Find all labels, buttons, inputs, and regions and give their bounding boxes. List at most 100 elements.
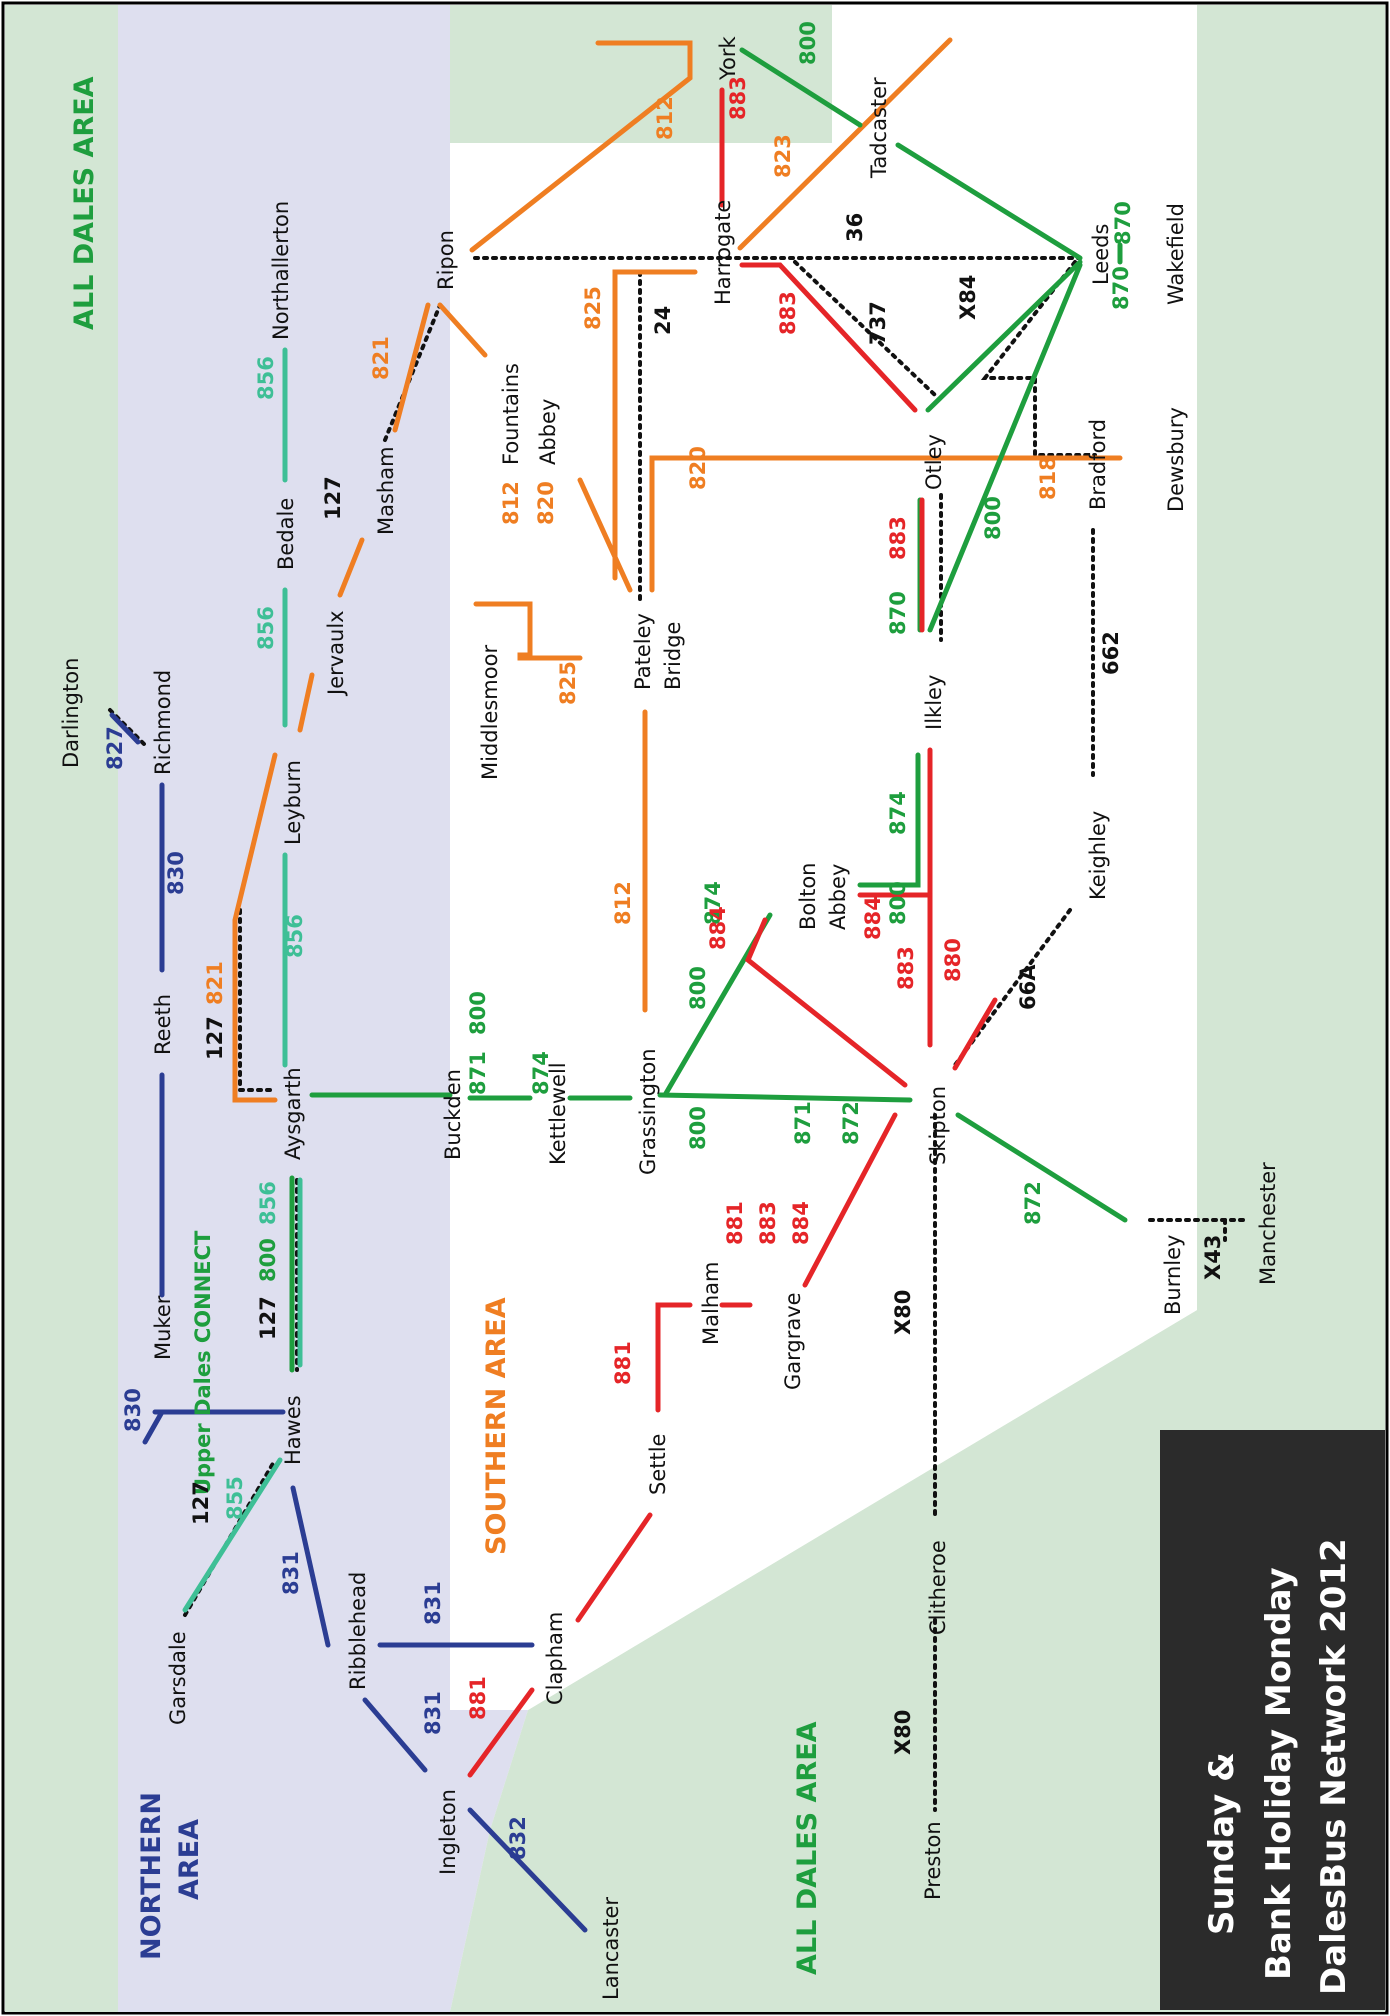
route-number-label: 127 [321,476,345,520]
route-881-malham-settle [655,1302,693,1413]
green-routes [289,47,1128,1373]
place-ingleton: Ingleton [436,1789,460,1875]
place-preston: Preston [921,1821,945,1900]
route-820-fountains [437,302,488,358]
place-wakefield: Wakefield [1164,203,1188,305]
route-831-hawes-ribblehead [290,1485,331,1648]
route-number-label: 800 [796,21,820,65]
route-number-label: 66A [1016,964,1040,1010]
route-number-label: 881 [466,1676,490,1720]
route-number-label: 870 [886,591,910,635]
area-label-all-dales-top: ALL DALES AREA [69,76,100,330]
route-830-hawes-spur [142,1409,286,1445]
route-number-label: 825 [581,286,605,330]
place-reeth: Reeth [151,994,175,1055]
place-muker: Muker [151,1295,175,1360]
place-leeds: Leeds [1089,224,1113,285]
place-leyburn: Leyburn [281,760,305,845]
route-831-ingleton [362,1697,428,1773]
route-number-label: 874 [529,1051,553,1095]
route-737-line [793,260,937,397]
area-label-northern-line2: AREA [174,1819,205,1900]
place-fountains-abbey: Abbey [536,399,560,465]
upper-dales-connect-label: Upper Dales CONNECT [191,1230,215,1495]
blue-routes [109,712,588,1933]
route-number-label: 127 [256,1296,280,1340]
route-number-label: 800 [686,1106,710,1150]
place-bedale: Bedale [274,498,298,570]
place-skipton: Skipton [926,1086,950,1165]
route-number-label: X84 [956,275,980,320]
route-number-label: 820 [686,446,710,490]
route-number-label: 874 [701,881,725,925]
route-880-line [952,997,998,1071]
route-number-label: 127 [203,1016,227,1060]
place-keighley: Keighley [1086,811,1110,900]
route-number-label: 830 [121,1388,145,1432]
route-823-line [737,37,953,251]
route-number-label: 880 [941,938,965,982]
route-number-label: 872 [839,1101,863,1145]
place-lancaster: Lancaster [599,1897,623,2000]
route-821-leyburn-aysgarth [232,752,278,1103]
route-number-label: 831 [421,1581,445,1625]
route-number-label: 856 [254,356,278,400]
route-number-label: 800 [886,881,910,925]
title-panel [1160,1430,1385,2010]
route-800-tadcaster-leeds [895,142,1083,261]
area-label-southern: SOUTHERN AREA [481,1297,512,1555]
route-number-label: 825 [556,661,580,705]
place-malham: Malham [699,1262,723,1345]
route-872-skipton-burnley [955,1112,1128,1223]
route-number-label: 831 [421,1691,445,1735]
route-884-skipton-gargrave [802,1112,898,1288]
place-clapham: Clapham [543,1612,567,1705]
route-800-leeds-ilkley [927,262,1083,633]
route-number-label: 871 [791,1101,815,1145]
place-clitheroe: Clitheroe [926,1540,950,1635]
place-burnley: Burnley [1161,1235,1185,1315]
place-dewsbury: Dewsbury [1164,407,1188,512]
place-tadcaster: Tadcaster [867,77,891,179]
route-number-label: 883 [756,1201,780,1245]
route-881-clapham-ingleton [467,1687,535,1778]
route-number-label: 871 [466,1051,490,1095]
route-800-874-ilkley-bolton [857,752,921,888]
all-dales-area-top-bg [450,5,832,143]
route-number-label: 883 [886,516,910,560]
place-northallerton: Northallerton [269,201,293,340]
route-number-label: 883 [776,291,800,335]
route-number-label: 870 [1109,266,1133,310]
place-pateley: Pateley [631,613,655,690]
route-820-otley [649,455,1123,593]
route-884-bolton-skipton [744,917,908,1088]
route-855-line [182,1457,283,1613]
route-number-label: 800 [981,496,1005,540]
place-names: Ripon York Tadcaster Harrogate Leeds Wak… [59,35,1280,2000]
route-821-jervaulx-leyburn [297,672,315,733]
northern-area-bg [118,5,528,2012]
route-number-label: 812 [499,481,523,525]
title-block: Sunday & Bank Holiday Monday DalesBus Ne… [1160,1430,1385,2010]
route-870-leeds-otley [925,259,1083,413]
route-800-york-tadcaster [739,47,863,128]
place-gargrave: Gargrave [781,1292,805,1390]
route-number-label: 36 [843,213,867,242]
route-127-leyburn-aysgarth [238,908,277,1092]
route-812-york [469,40,693,253]
place-bradford: Bradford [1086,419,1110,510]
teal-routes [182,347,303,1613]
place-middlesmoor: Middlesmoor [478,645,502,780]
place-settle: Settle [646,1434,670,1495]
route-number-label: 830 [164,851,188,895]
place-richmond: Richmond [151,670,175,775]
place-grassington: Grassington [636,1048,660,1175]
route-number-label: 821 [203,961,227,1005]
route-number-label: X80 [891,1290,915,1335]
place-harrogate: Harrogate [711,200,735,305]
route-number-label: 855 [223,1476,247,1520]
place-aysgarth: Aysgarth [281,1067,305,1160]
route-825-line [612,269,698,581]
route-number-label: 884 [861,896,885,940]
